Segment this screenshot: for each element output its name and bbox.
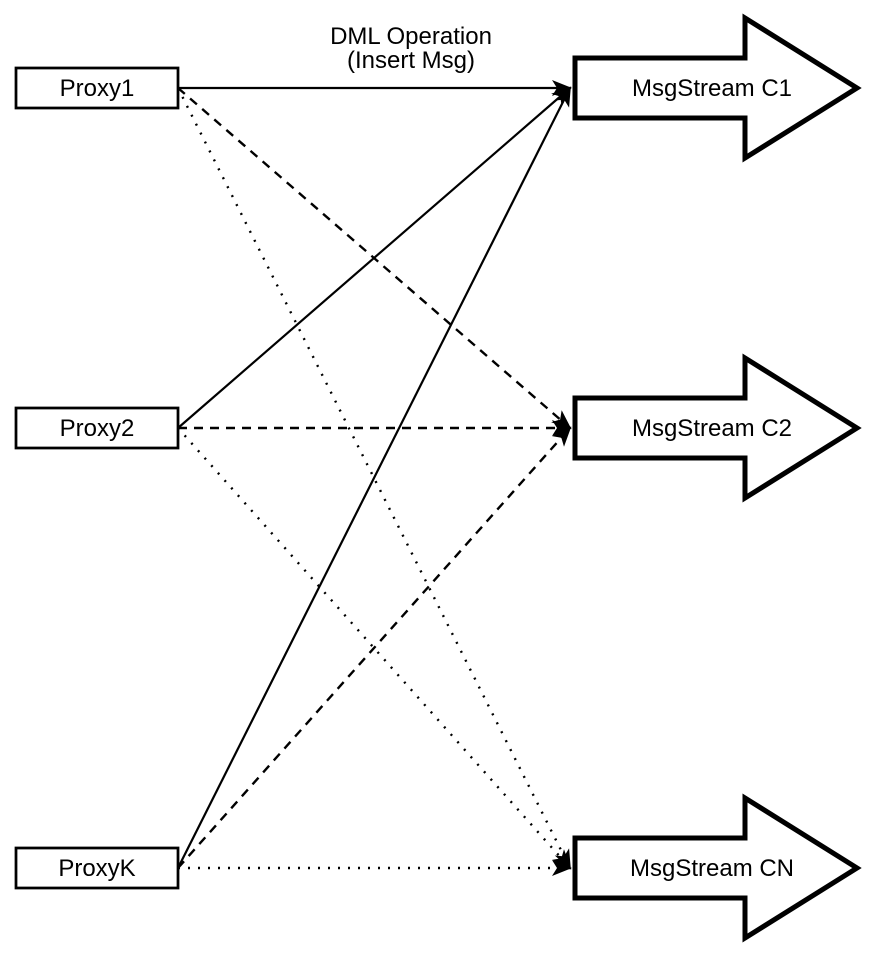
stream-node-c2: MsgStream C2	[572, 353, 862, 503]
proxy-node-1: Proxy1	[14, 66, 180, 110]
stream-label: MsgStream CN	[630, 855, 794, 882]
proxy-node-k: ProxyK	[14, 846, 180, 890]
annotation-line1: DML Operation	[330, 23, 492, 50]
proxy-label: Proxy1	[60, 75, 135, 102]
block-arrow-icon	[572, 353, 862, 503]
proxy-label: Proxy2	[60, 415, 135, 442]
proxy-box	[14, 406, 180, 450]
annotation-line2: (Insert Msg)	[347, 47, 475, 74]
stream-node-cn: MsgStream CN	[572, 793, 862, 943]
proxy-label: ProxyK	[58, 855, 135, 882]
stream-label: MsgStream C2	[632, 415, 792, 442]
proxy-box	[14, 846, 180, 890]
proxy-box	[14, 66, 180, 110]
stream-label: MsgStream C1	[632, 75, 792, 102]
connection-proxy2-cn	[177, 427, 572, 870]
proxy-node-2: Proxy2	[14, 406, 180, 450]
connections	[176, 80, 572, 876]
stream-node-c1: MsgStream C1	[572, 13, 862, 163]
block-arrow-icon	[572, 793, 862, 943]
connection-proxyk-c1	[177, 86, 571, 869]
block-arrow-icon	[572, 13, 862, 163]
dml-operation-annotation: DML Operation (Insert Msg)	[330, 23, 492, 74]
connection-proxy2-c1	[177, 86, 572, 429]
connection-proxyk-c2	[177, 426, 572, 869]
